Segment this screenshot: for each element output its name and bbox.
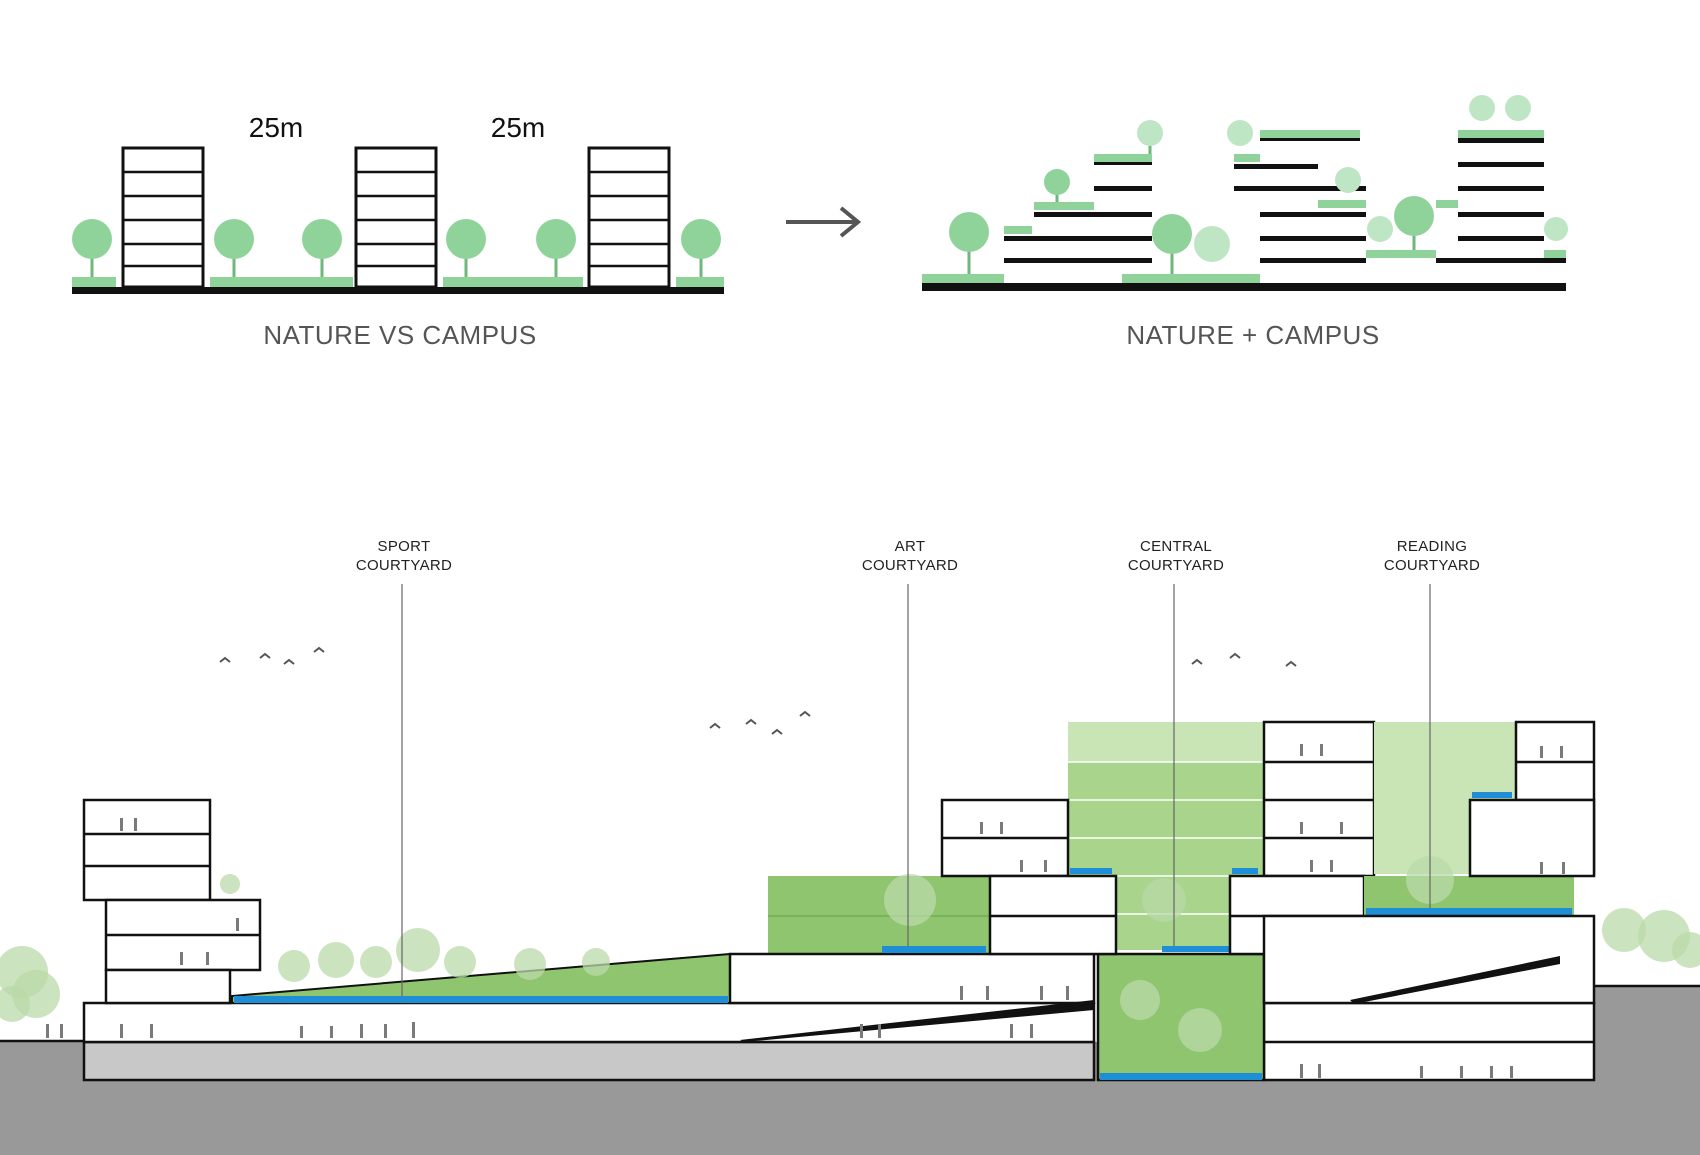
nature-vs-campus-diagram: 25m 25m NATURE VS CAMPUS xyxy=(72,112,724,350)
tree-icon xyxy=(1137,120,1163,154)
tree-icon xyxy=(214,219,254,277)
tree-icon xyxy=(536,219,576,277)
svg-text:READING: READING xyxy=(1397,538,1467,555)
lawn-strip xyxy=(443,277,583,287)
spacing-label: 25m xyxy=(491,112,545,143)
people-figures xyxy=(46,744,1565,1078)
caption-nature-vs-campus: NATURE VS CAMPUS xyxy=(263,320,536,350)
reading-courtyard xyxy=(1262,720,1596,1005)
label-sport-courtyard: SPORT COURTYARD xyxy=(356,538,452,574)
basement-parking xyxy=(82,1040,1096,1082)
tree-icon xyxy=(1044,169,1070,202)
lawn-strip xyxy=(72,277,116,287)
ground-slab xyxy=(922,283,1566,291)
tree-icon xyxy=(1394,196,1434,250)
tree-icon xyxy=(949,212,989,274)
tree-icon xyxy=(1544,217,1568,241)
art-courtyard xyxy=(728,874,1096,1042)
lawn-strip xyxy=(210,277,353,287)
tree-icon xyxy=(302,219,342,277)
label-reading-courtyard: READING COURTYARD xyxy=(1384,538,1480,574)
tree-icon xyxy=(1469,95,1495,121)
svg-text:COURTYARD: COURTYARD xyxy=(1384,557,1480,574)
ground-slab xyxy=(72,287,724,294)
tree-icon xyxy=(1152,214,1192,274)
background-trees xyxy=(0,908,1700,1022)
svg-text:CENTRAL: CENTRAL xyxy=(1140,538,1212,555)
campus-section-drawing: SPORT COURTYARD ART COURTYARD CENTRAL CO… xyxy=(0,538,1700,1155)
caption-nature-plus-campus: NATURE + CAMPUS xyxy=(1126,320,1379,350)
svg-text:COURTYARD: COURTYARD xyxy=(862,557,958,574)
building-block xyxy=(354,146,438,289)
building-block xyxy=(587,146,671,289)
tree-icon xyxy=(1227,120,1253,146)
lawn-strip xyxy=(676,277,724,287)
svg-text:COURTYARD: COURTYARD xyxy=(1128,557,1224,574)
label-art-courtyard: ART COURTYARD xyxy=(862,538,958,574)
left-building-stack xyxy=(82,798,262,1005)
svg-text:SPORT: SPORT xyxy=(378,538,431,555)
tree-icon xyxy=(1194,226,1230,262)
label-central-courtyard: CENTRAL COURTYARD xyxy=(1128,538,1224,574)
tree-icon xyxy=(1505,95,1531,121)
building-block xyxy=(121,146,205,289)
tree-icon xyxy=(1335,167,1361,193)
svg-text:COURTYARD: COURTYARD xyxy=(356,557,452,574)
sport-courtyard xyxy=(231,928,731,1004)
spacing-label: 25m xyxy=(249,112,303,143)
birds-icon xyxy=(219,646,1297,735)
tree-icon xyxy=(1367,216,1393,242)
svg-text:ART: ART xyxy=(895,538,926,555)
transition-arrow-icon xyxy=(786,206,862,238)
tree-icon xyxy=(72,219,112,277)
tree-icon xyxy=(681,219,721,277)
tree-icon xyxy=(446,219,486,277)
nature-plus-campus-diagram: NATURE + CAMPUS xyxy=(922,95,1568,350)
pool-strip xyxy=(234,996,728,1003)
